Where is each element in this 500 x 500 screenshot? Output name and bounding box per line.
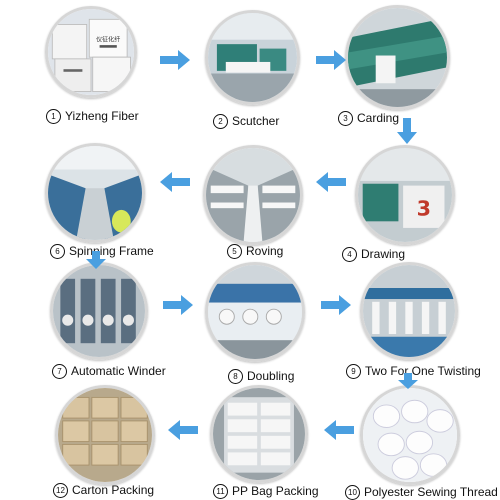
step-name: Polyester Sewing Thread: [364, 485, 498, 499]
step-label-two-for-one-twisting: 9 Two For One Twisting: [346, 364, 481, 379]
step-label-pp-bag-packing: 11 PP Bag Packing: [213, 484, 319, 499]
step-number-7: 7: [52, 364, 67, 379]
arrow-icon: [316, 172, 346, 192]
step-number-10: 10: [345, 485, 360, 500]
step-label-yizheng-fiber: 1 Yizheng Fiber: [46, 109, 139, 124]
arrow-icon: [168, 420, 198, 440]
photo-yizheng-fiber: 仪征化纤: [45, 6, 137, 98]
photo-spinning-frame: [45, 143, 145, 243]
step-number-2: 2: [213, 114, 228, 129]
step-label-spinning-frame: 6 Spinning Frame: [50, 244, 154, 259]
photo-two-for-one-twisting: [360, 262, 458, 360]
step-name: Spinning Frame: [69, 244, 154, 258]
photo-doubling: [205, 262, 305, 362]
photo-scutcher: [205, 10, 300, 105]
step-name: Automatic Winder: [71, 364, 166, 378]
step-number-9: 9: [346, 364, 361, 379]
package-print-text: 仪征化纤: [96, 36, 120, 44]
step-label-carton-packing: 12 Carton Packing: [53, 483, 154, 498]
photo-drawing: 3: [355, 145, 455, 245]
step-label-automatic-winder: 7 Automatic Winder: [52, 364, 166, 379]
step-number-8: 8: [228, 369, 243, 384]
step-label-polyester-sewing-thread: 10 Polyester Sewing Thread: [345, 485, 498, 500]
arrow-icon: [398, 373, 418, 389]
arrow-icon: [324, 420, 354, 440]
step-name: Drawing: [361, 247, 406, 261]
step-label-carding: 3 Carding: [338, 111, 399, 126]
arrow-icon: [163, 295, 193, 315]
arrow-icon: [86, 251, 106, 269]
step-name: Yizheng Fiber: [65, 109, 139, 123]
step-label-doubling: 8 Doubling: [228, 369, 294, 384]
step-label-roving: 5 Roving: [227, 244, 283, 259]
photo-pp-bag-packing: [210, 385, 308, 483]
step-name: PP Bag Packing: [232, 484, 319, 498]
arrow-icon: [160, 50, 190, 70]
photo-roving: [203, 145, 303, 245]
step-name: Doubling: [247, 369, 295, 383]
step-name: Roving: [246, 244, 284, 258]
step-name: Scutcher: [232, 114, 280, 128]
step-label-drawing: 4 Drawing: [342, 247, 405, 262]
machine-number-text: 3: [417, 197, 431, 221]
photo-automatic-winder: [50, 262, 148, 360]
photo-carton-packing: [55, 385, 155, 485]
step-number-11: 11: [213, 484, 228, 499]
step-name: Two For One Twisting: [365, 364, 481, 378]
photo-polyester-sewing-thread: [360, 385, 460, 485]
step-number-1: 1: [46, 109, 61, 124]
step-number-5: 5: [227, 244, 242, 259]
step-name: Carding: [357, 111, 400, 125]
step-number-6: 6: [50, 244, 65, 259]
arrow-icon: [316, 50, 346, 70]
step-number-3: 3: [338, 111, 353, 126]
photo-carding: [345, 5, 450, 110]
step-name: Carton Packing: [72, 483, 155, 497]
arrow-icon: [397, 118, 417, 144]
step-number-4: 4: [342, 247, 357, 262]
arrow-icon: [321, 295, 351, 315]
arrow-icon: [160, 172, 190, 192]
step-label-scutcher: 2 Scutcher: [213, 114, 279, 129]
step-number-12: 12: [53, 483, 68, 498]
